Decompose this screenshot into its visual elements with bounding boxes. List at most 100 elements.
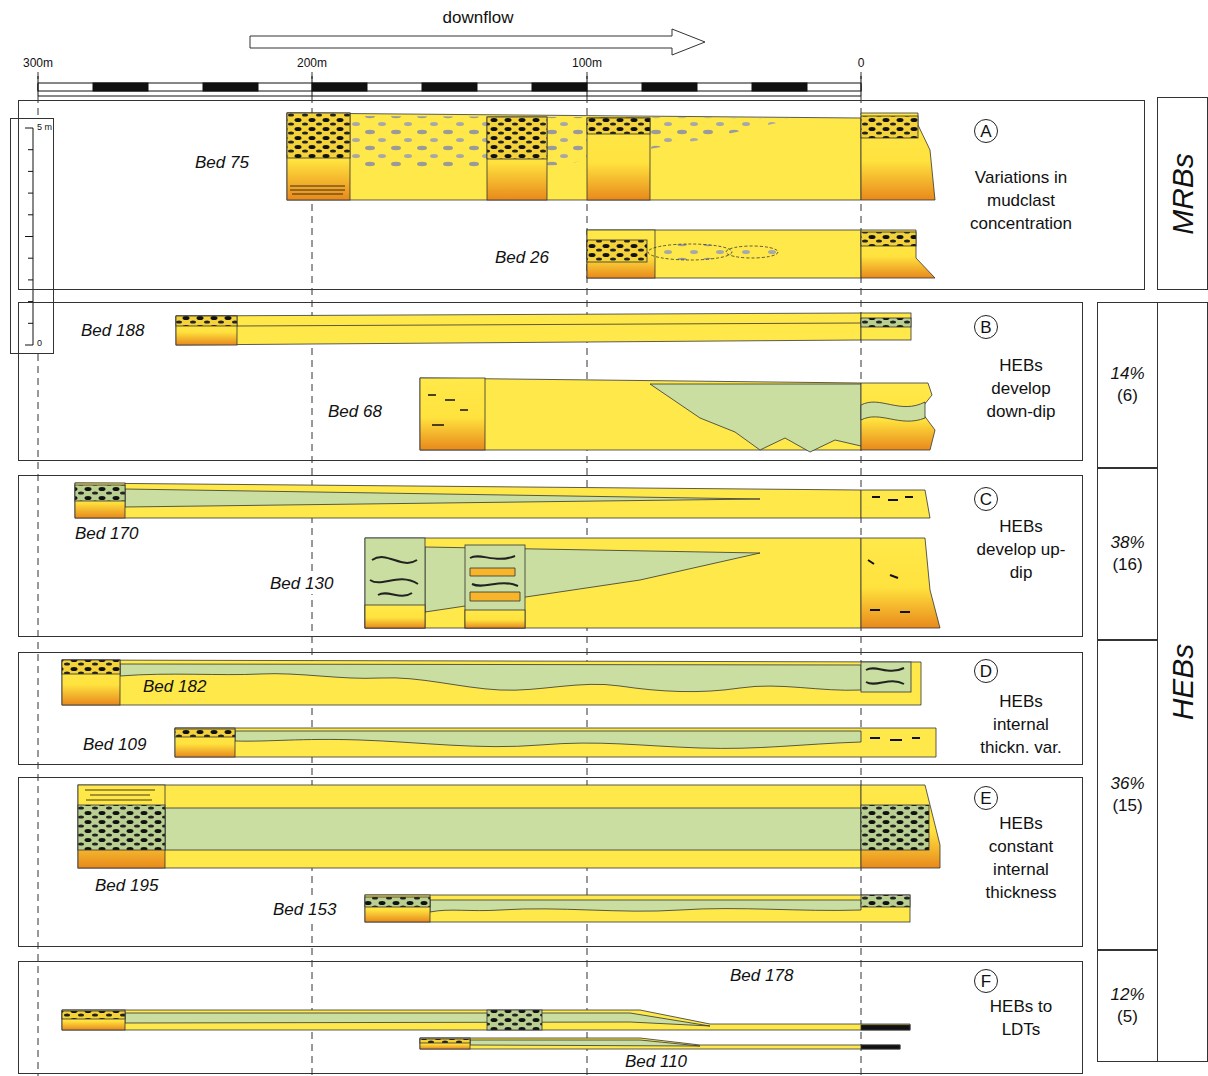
bed-sections-part [868, 560, 910, 612]
thickness-ruler-part [25, 345, 33, 346]
percent-value: 14% [1110, 363, 1144, 385]
bed-label: Bed 182 [141, 677, 208, 697]
bed-sections-part [465, 545, 525, 628]
bed-sections-part [290, 186, 345, 194]
panel-letter: A [974, 119, 998, 143]
count-value: (5) [1117, 1006, 1138, 1028]
distance-label: 200m [297, 56, 327, 70]
bed-sections-part [62, 660, 921, 705]
bed-sections-part [176, 316, 237, 326]
bed-sections-part [587, 240, 647, 262]
bed-sections-part [870, 738, 920, 740]
panel-description: Variations in mudclast concentration [961, 167, 1081, 236]
distance-ruler-part [38, 96, 861, 97]
bed-sections-part [85, 790, 155, 800]
bed-sections-part [62, 660, 120, 674]
distance-label: 0 [858, 56, 865, 70]
bed-sections-part [62, 660, 120, 705]
thickness-ruler-part [28, 323, 33, 324]
bed-sections-part [78, 785, 861, 868]
bed-sections-part [75, 483, 125, 518]
bed-sections-part [465, 610, 525, 628]
bed-sections-part [861, 490, 930, 518]
panel: DHEBs internal thickn. var.Bed 182Bed 10… [18, 652, 1083, 765]
bed-label: Bed 170 [73, 524, 140, 544]
bed-sections-part [287, 113, 350, 200]
bed-sections-part [165, 808, 861, 850]
flow-label: downflow [443, 8, 514, 28]
category-label: HEBs [1168, 644, 1198, 721]
bed-label: Bed 153 [271, 900, 338, 920]
bed-sections-part [587, 118, 650, 134]
bed-sections-part [861, 113, 935, 200]
distance-ruler-part [532, 83, 587, 91]
scale-box: 5 m0 [10, 118, 54, 354]
distance-ruler-part [752, 83, 807, 91]
panel-description: HEBs to LDTs [986, 996, 1056, 1042]
bed-sections-part [861, 383, 935, 450]
panel-description: HEBs develop down-dip [971, 355, 1071, 424]
bed-sections-part [866, 668, 904, 684]
bed-sections-part [75, 485, 125, 501]
thickness-ruler-part [28, 214, 33, 215]
panel: F HEBs to LDTs Bed 178Bed 110 [18, 961, 1083, 1074]
bed-sections-part [861, 232, 916, 246]
dashed-guide-part [38, 354, 39, 1076]
count-value: (6) [1117, 385, 1138, 407]
panel-description: HEBs internal thickn. var. [971, 691, 1071, 760]
panel-letter: F [974, 969, 998, 993]
thickness-ruler [25, 128, 33, 345]
panel: BHEBs develop down-dipBed 188Bed 68 [18, 302, 1083, 461]
panel-letter: C [974, 487, 998, 511]
bed-sections-part [235, 731, 861, 748]
thickness-ruler-part [28, 279, 33, 280]
distance-ruler-part [203, 83, 258, 91]
bed-sections-part [470, 556, 518, 586]
distance-ruler-part [38, 76, 39, 96]
distance-ruler-part [93, 83, 148, 91]
bed-sections-part [120, 664, 861, 692]
percent-value: 12% [1110, 984, 1144, 1006]
bed-label: Bed 130 [268, 574, 335, 594]
bed-sections-part [470, 1040, 700, 1046]
distance-ruler-part [587, 76, 588, 96]
bed-sections-part [175, 728, 936, 757]
bed-sections-part [78, 785, 165, 868]
bed-sections-part [370, 557, 418, 596]
bed-sections-part [365, 538, 425, 628]
bed-sections-part [861, 662, 911, 692]
distance-label: 300m [23, 56, 53, 70]
bed-sections-part [420, 1038, 470, 1049]
bed-sections-part [861, 402, 925, 421]
bed-label: Bed 110 [623, 1052, 689, 1072]
panel-letter: D [974, 659, 998, 683]
distance-ruler-part [861, 76, 862, 96]
bed-sections-part [587, 230, 655, 278]
bed-label: Bed 188 [79, 321, 146, 341]
bed-sections-part [287, 113, 350, 158]
count-value: (16) [1112, 554, 1142, 576]
bed-sections-part [487, 117, 547, 200]
bed-sections-part [861, 313, 911, 340]
distance-ruler-part [38, 83, 861, 91]
bed-sections-part [350, 116, 800, 170]
distance-ruler-part [422, 83, 477, 91]
bed-label: Bed 195 [93, 876, 160, 896]
panel-description: HEBs develop up-dip [971, 516, 1071, 585]
bed-label: Bed 26 [493, 248, 551, 268]
panel-description: HEBs constant internal thickness [971, 813, 1071, 905]
scale-label: 5 m [37, 122, 52, 133]
bed-sections-part [62, 1010, 125, 1030]
panel: A Variations in mudclast concentrationBed… [18, 100, 1145, 290]
bed-sections-part [420, 378, 485, 450]
bed-sections-part [75, 483, 861, 518]
thickness-ruler-part [28, 149, 33, 150]
bed-sections [62, 113, 940, 1049]
bed-sections-part [175, 728, 235, 757]
percent-cell: 14%(6) [1097, 302, 1157, 468]
bed-sections-part [365, 895, 430, 922]
bed-label: Bed 178 [728, 966, 795, 986]
distance-label: 100m [572, 56, 602, 70]
category-band: HEBs [1157, 302, 1208, 1062]
